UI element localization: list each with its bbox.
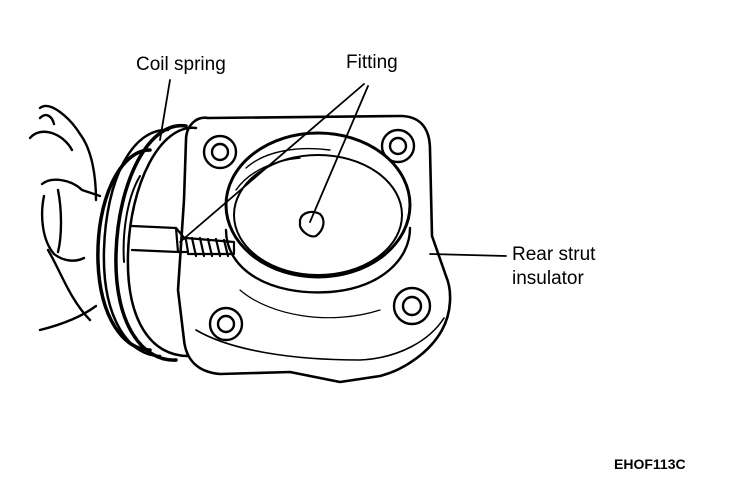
leader-lines [159, 79, 507, 257]
rear-strut-label-line1: Rear strut [512, 244, 596, 265]
fitting-nub [298, 210, 325, 238]
fitting-leader-a [309, 85, 369, 223]
fitting-label: Fitting [346, 52, 398, 73]
bolt-holes [202, 128, 432, 342]
rear-strut-label-line2: insulator [512, 268, 584, 289]
center-boss [224, 131, 412, 294]
fitting-leader-b [179, 83, 365, 243]
figure-code: EHOF113C [614, 456, 686, 472]
insulator-leader [429, 253, 507, 257]
coil-spring [96, 123, 198, 362]
coil-spring-leader [159, 79, 171, 141]
stud-bolt [130, 224, 236, 258]
coil-spring-label: Coil spring [136, 54, 226, 75]
strut-body [28, 104, 102, 332]
insulator-plate [176, 114, 452, 384]
